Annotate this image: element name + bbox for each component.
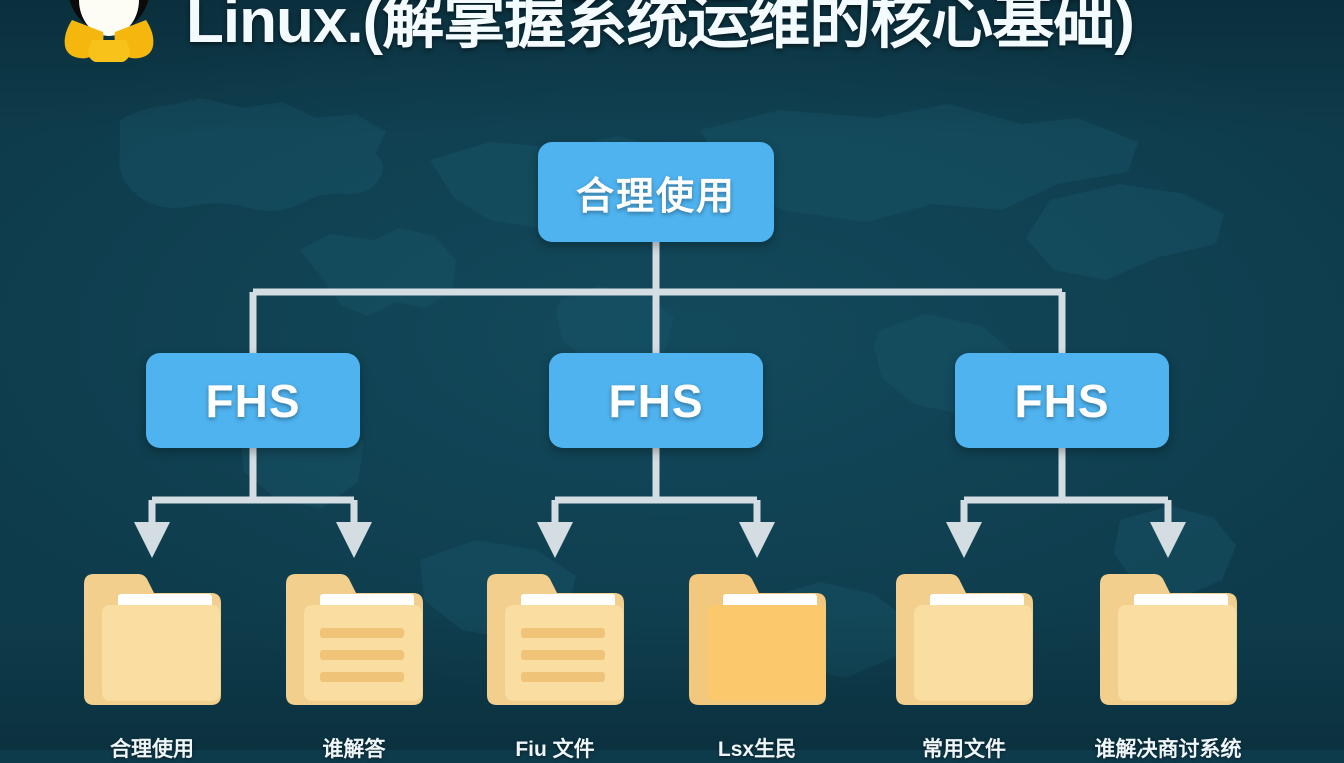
folder-icon-4[interactable] xyxy=(685,562,830,712)
tree-node-root[interactable]: 合理使用 xyxy=(538,142,774,242)
folder-label-3: Fiu 文件 xyxy=(515,738,595,761)
folder-label-4: Lsx生民 xyxy=(717,738,797,761)
folder-icon-1[interactable] xyxy=(80,562,225,712)
page-header: Linux.(解掌握系统运维的核心基础) xyxy=(0,0,1344,62)
folder-label-6: 谁解决商讨系统 xyxy=(1094,738,1242,761)
tree-node-fhs-3-label: FHS xyxy=(1014,374,1110,427)
tree-node-fhs-2-label: FHS xyxy=(608,374,704,427)
folder-label-2: 谁解答 xyxy=(322,738,386,761)
tree-node-fhs-2[interactable]: FHS xyxy=(549,353,763,448)
tree-node-fhs-1[interactable]: FHS xyxy=(146,353,360,448)
page-title: Linux.(解掌握系统运维的核心基础) xyxy=(186,0,1135,56)
tree-node-root-label: 合理使用 xyxy=(575,175,736,218)
folder-label-1: 合理使用 xyxy=(110,738,194,761)
tree-node-fhs-1-label: FHS xyxy=(205,374,301,427)
folder-icon-3[interactable] xyxy=(483,562,628,712)
folder-icon-2[interactable] xyxy=(282,562,427,712)
tux-penguin-logo-icon xyxy=(64,0,154,62)
folder-label-5: 常用文件 xyxy=(922,738,1006,761)
folder-icon-5[interactable] xyxy=(892,562,1037,712)
folder-icon-6[interactable] xyxy=(1096,562,1241,712)
tree-node-fhs-3[interactable]: FHS xyxy=(955,353,1169,448)
